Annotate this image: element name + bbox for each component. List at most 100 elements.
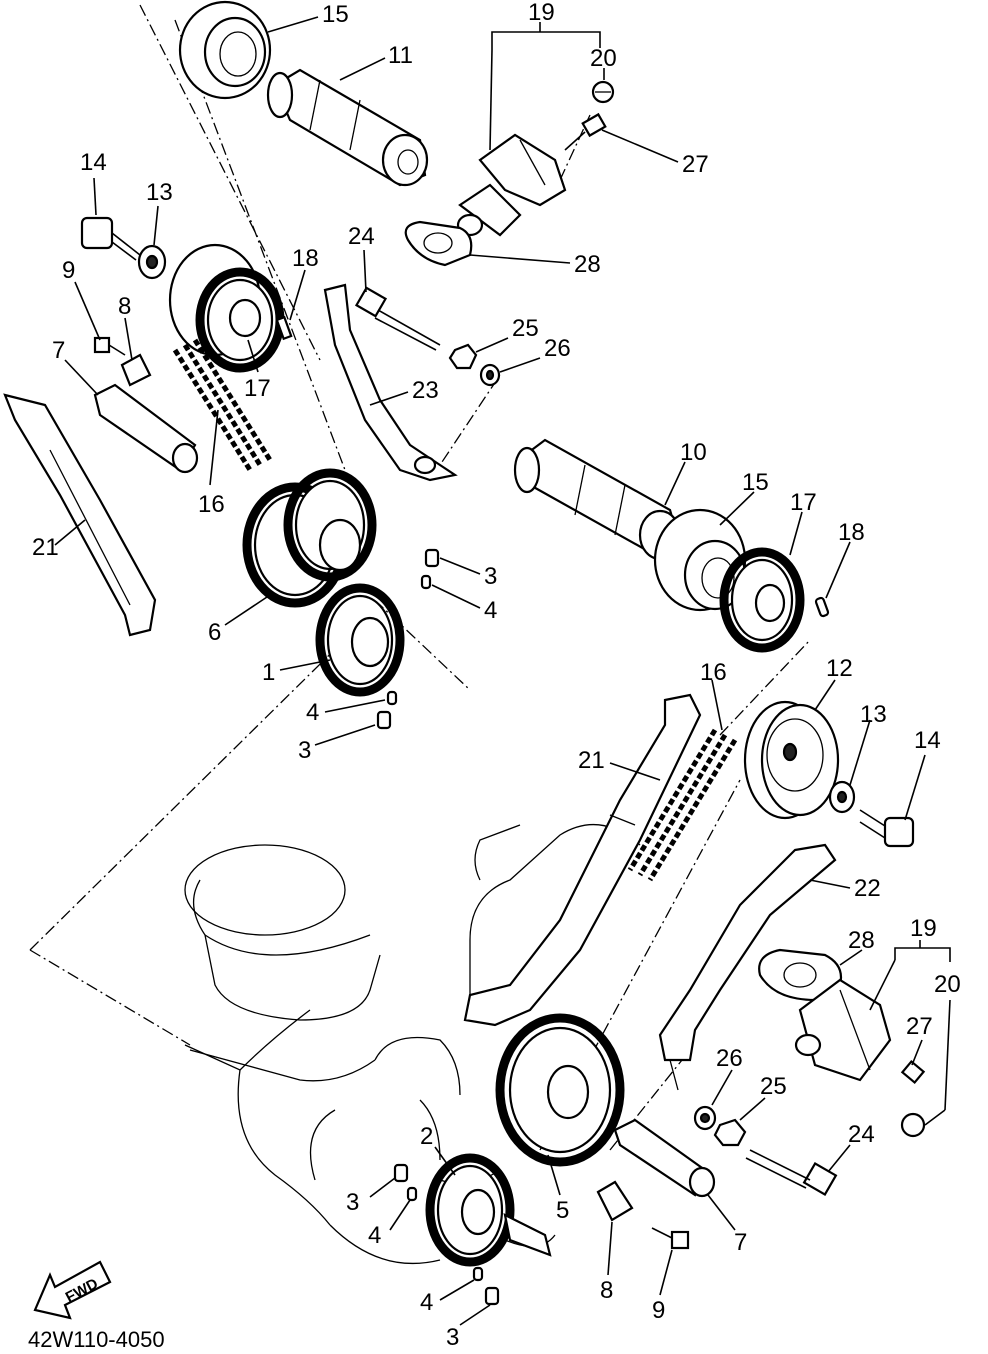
gear-6 [242, 468, 377, 608]
callout-27: 27 [682, 151, 709, 178]
callout-26-right: 26 [716, 1045, 743, 1072]
callout-7-right: 7 [734, 1229, 747, 1256]
camshaft-10 [513, 438, 682, 561]
gear-5 [495, 1013, 625, 1167]
callout-7: 7 [52, 337, 65, 364]
bolt-27-top [564, 112, 607, 151]
callout-labels: 15 11 19 20 27 14 13 24 28 18 9 8 25 26 … [32, 0, 961, 1351]
chain-guide-22 [658, 843, 837, 1091]
spring-3-b [376, 710, 392, 730]
callout-13: 13 [146, 179, 173, 206]
gasket-28-right [758, 948, 843, 1002]
pin-4-b [386, 690, 398, 706]
callout-14-right: 14 [914, 727, 941, 754]
callout-23: 23 [412, 377, 439, 404]
callout-24: 24 [348, 223, 375, 250]
callout-27-right: 27 [906, 1013, 933, 1040]
washer-26-right [693, 1105, 717, 1131]
tensioner-19-right [794, 978, 892, 1082]
sprocket-17-top [168, 243, 285, 373]
bolt-27-right [900, 1059, 926, 1085]
gear-2 [425, 1153, 552, 1267]
callout-16: 16 [198, 491, 225, 518]
pin-4-c [406, 1186, 418, 1202]
gear-1 [315, 583, 405, 697]
cap-bolt-20-right [900, 1112, 926, 1138]
callout-11: 11 [388, 42, 413, 69]
callout-16-right: 16 [700, 659, 727, 686]
callout-4-d: 4 [420, 1289, 433, 1316]
callout-21: 21 [32, 534, 59, 561]
callout-4-b: 4 [306, 699, 319, 726]
callout-15: 15 [322, 1, 349, 28]
leader-lines [54, 16, 951, 1326]
callout-17-right: 17 [790, 489, 817, 516]
callout-9-right: 9 [652, 1297, 665, 1324]
callout-4: 4 [484, 597, 497, 624]
callout-20-right: 20 [934, 971, 961, 998]
callout-13-right: 13 [860, 701, 887, 728]
callout-22: 22 [854, 875, 881, 902]
spring-3-a [424, 548, 440, 568]
callout-1: 1 [262, 659, 275, 686]
chain-16-right [627, 728, 738, 882]
callout-21-right: 21 [578, 747, 605, 774]
bolt-14-right [859, 809, 915, 848]
lock-plate-8-right [596, 1180, 634, 1222]
callout-9: 9 [62, 257, 75, 284]
callout-3-b: 3 [298, 737, 311, 764]
bolt-9-right [651, 1227, 690, 1250]
callout-25: 25 [512, 315, 539, 342]
bolt-14-top [80, 216, 141, 261]
gasket-28-top [404, 220, 473, 267]
pin-18-top [275, 315, 293, 341]
pin-18-right [814, 596, 830, 618]
bearing-15-top [178, 0, 272, 100]
callout-3-c: 3 [346, 1189, 359, 1216]
chain-guide-21-top [3, 393, 157, 637]
chain-16-top [172, 338, 273, 472]
pin-4-d [472, 1266, 484, 1282]
camshaft-11-top [266, 68, 429, 187]
diagram-code: 42W110-4050 [28, 1327, 165, 1352]
callout-12: 12 [826, 655, 853, 682]
spring-3-c [393, 1163, 409, 1183]
nut-25-top [448, 343, 478, 370]
callout-17: 17 [244, 375, 271, 402]
callout-15-right: 15 [742, 469, 769, 496]
chain-guide-21-right [463, 693, 702, 1027]
callout-26: 26 [544, 335, 571, 362]
sprocket-17-right [719, 547, 805, 653]
callout-28-right: 28 [848, 927, 875, 954]
callout-3-d: 3 [446, 1324, 459, 1351]
callout-6: 6 [208, 619, 221, 646]
callout-10: 10 [680, 439, 707, 466]
washer-26-top [479, 363, 501, 387]
callout-18: 18 [292, 245, 319, 272]
bolt-24-top [354, 286, 441, 351]
callout-28: 28 [574, 251, 601, 278]
callout-19: 19 [528, 0, 555, 26]
spring-3-d [484, 1286, 500, 1306]
callout-2: 2 [420, 1123, 433, 1150]
lock-plate-8-top [120, 353, 152, 387]
bolt-9-top [93, 336, 126, 356]
callout-8: 8 [118, 293, 131, 320]
callout-18-right: 18 [838, 519, 865, 546]
chain-guide-23 [323, 283, 458, 482]
callout-8-right: 8 [600, 1277, 613, 1304]
callout-14: 14 [80, 149, 107, 176]
washer-13-top [137, 244, 167, 280]
callout-5: 5 [556, 1197, 569, 1224]
cap-bolt-20-top [591, 80, 615, 104]
bolt-24-right [745, 1149, 838, 1197]
callout-19-right: 19 [910, 915, 937, 942]
callout-3: 3 [484, 563, 497, 590]
nut-25-right [713, 1118, 747, 1147]
cover-12 [743, 700, 840, 820]
callout-4-c: 4 [368, 1222, 381, 1249]
pin-4-a [420, 574, 432, 590]
fwd-arrow-icon: FWD [33, 1260, 112, 1320]
tensioner-19-top [456, 133, 567, 237]
shaft-7-right [613, 1118, 716, 1198]
